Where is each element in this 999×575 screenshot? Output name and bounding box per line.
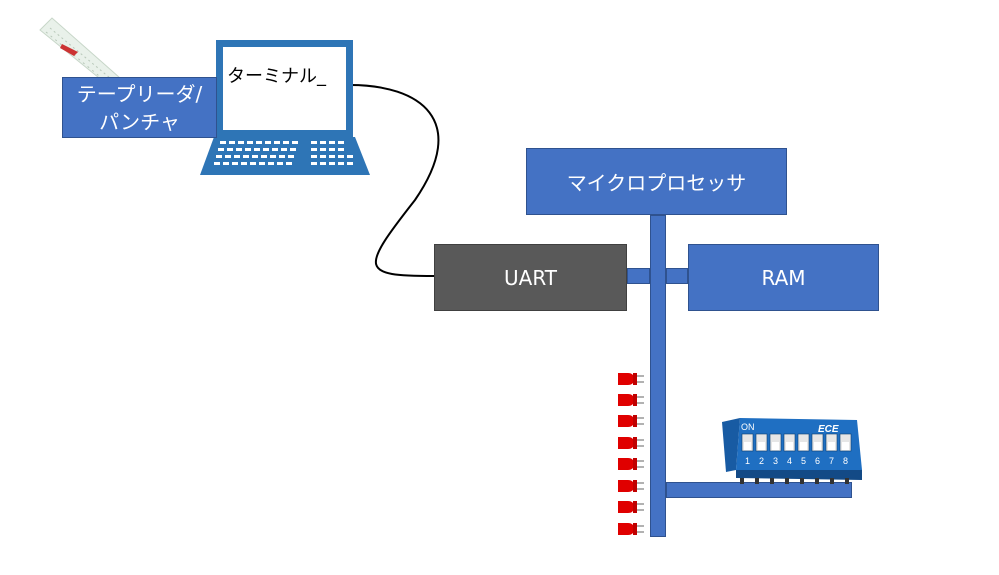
dip-number: 2 [759, 456, 764, 466]
serial-cable [349, 84, 440, 277]
uart-box: UART [434, 244, 627, 311]
terminal-screen-text: ターミナル_ [227, 66, 326, 87]
tape-reader-label-line1: テープリーダ/ [76, 81, 203, 106]
dip-brand-label: ECE [818, 424, 839, 435]
dip-number: 7 [829, 456, 834, 466]
tape-reader-label-line2: パンチャ [99, 109, 180, 134]
microprocessor-box: マイクロプロセッサ [526, 148, 787, 215]
paper-tape-icon [39, 17, 122, 83]
dip-number: 4 [787, 456, 792, 466]
microprocessor-label: マイクロプロセッサ [566, 171, 747, 195]
ram-box: RAM [688, 244, 879, 311]
bus-uart-stub [627, 268, 650, 284]
dip-number: 8 [843, 456, 848, 466]
main-bus-vertical [650, 215, 666, 537]
dip-number: 1 [745, 456, 750, 466]
laptop-icon [200, 40, 370, 175]
dip-number: 3 [773, 456, 778, 466]
dip-on-label: ON [741, 422, 755, 432]
ram-label: RAM [761, 265, 806, 290]
bus-ram-stub [666, 268, 688, 284]
uart-label: UART [504, 265, 557, 290]
dip-number: 6 [815, 456, 820, 466]
tape-reader-punch-box: テープリーダ/ パンチャ [62, 77, 217, 138]
dip-number: 5 [801, 456, 806, 466]
